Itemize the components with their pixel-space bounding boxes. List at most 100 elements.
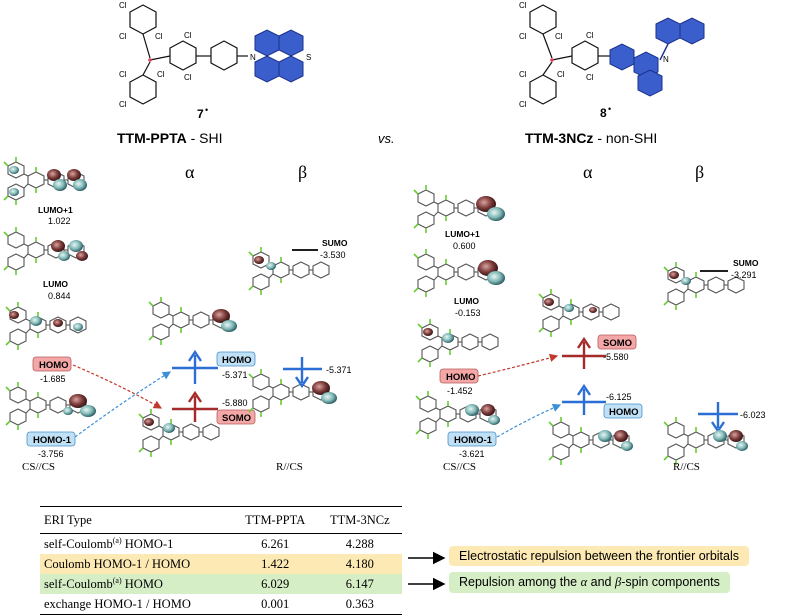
ncz-value: 0.363 xyxy=(317,594,402,616)
r-somo-box-right xyxy=(597,334,637,350)
eri-type-cell: Coulomb HOMO-1 / HOMO xyxy=(40,554,233,575)
energy-level-homo-alpha-right xyxy=(562,383,606,415)
beta-sumo-label: SUMO xyxy=(322,238,348,248)
molecule-8-structure xyxy=(529,4,610,105)
header-eri-type: ERI Type xyxy=(40,506,233,534)
atom-n: N xyxy=(663,55,669,64)
note-spin-repulsion: Repulsion among the α and β-spin compone… xyxy=(449,572,730,593)
orbital-label-lumo1-right: LUMO+1 xyxy=(445,229,480,239)
energy-level-homo-alpha-left xyxy=(172,349,218,384)
note-text: and xyxy=(587,575,615,589)
eri-type-text: Coulomb HOMO-1 / HOMO xyxy=(44,556,191,571)
panel-label-cs-right: CS//CS xyxy=(443,461,476,473)
energy-level-beta-left xyxy=(283,357,322,389)
r-homo-energy: -5.371 xyxy=(222,370,248,380)
orbital-image-r-homo-right xyxy=(548,416,633,466)
panel-label-r-left: R//CS xyxy=(276,461,303,473)
r-homo-box-left xyxy=(216,351,256,367)
orbital-energy-lumo1: 1.022 xyxy=(48,216,71,226)
orbital-image-homo1-left xyxy=(5,381,96,431)
compound-number-7: 7 xyxy=(197,107,204,121)
beta-header-right: β xyxy=(695,162,704,182)
orbital-image-lumo-left xyxy=(3,226,88,276)
eri-type-text: exchange HOMO-1 / HOMO xyxy=(44,596,191,611)
orbital-label-lumo: LUMO xyxy=(43,279,68,289)
ncz-value: 6.147 xyxy=(317,574,402,595)
beta-header-left: β xyxy=(298,162,307,182)
molecule-7-structure xyxy=(129,4,248,105)
orbital-image-lumo-right xyxy=(413,248,505,298)
orbital-label-homo1: HOMO-1 xyxy=(33,435,72,446)
naphthyl-carbazole-unit xyxy=(609,17,705,97)
orbital-energy-homo1: -3.756 xyxy=(38,449,64,459)
transition-arrow-homo-left xyxy=(72,364,163,409)
orbital-image-lumo1-right xyxy=(413,184,505,234)
homo1-box-right xyxy=(447,431,497,447)
orbital-label-lumo-right: LUMO xyxy=(454,296,479,306)
transition-arrow-homo1-left xyxy=(74,371,172,438)
radical-mark: • xyxy=(205,105,208,115)
molecule-name-right: TTM-3NCz - non-SHI xyxy=(525,130,657,146)
beta-level-energy: -5.371 xyxy=(326,365,352,375)
orbital-label-homo1-right: HOMO-1 xyxy=(454,435,493,446)
orbital-image-beta-sumo-right xyxy=(663,261,745,311)
eri-table: ERI Type TTM-PPTA TTM-3NCz self-Coulomb(… xyxy=(40,506,402,616)
r-somo-label: SOMO xyxy=(222,413,251,424)
orbital-label-homo-right: HOMO xyxy=(446,372,476,383)
table-row: self-Coulomb(a) HOMO 6.029 6.147 xyxy=(40,574,402,595)
atom-cl: Cl xyxy=(119,70,127,79)
orbital-image-homo1-right xyxy=(415,390,500,440)
orbital-energy-homo-right: -1.452 xyxy=(447,386,473,396)
atom-s: S xyxy=(306,53,311,62)
atom-cl: Cl xyxy=(519,32,527,41)
atom-cl: Cl xyxy=(119,32,127,41)
phenothiazine-unit xyxy=(254,29,304,83)
atom-cl: Cl xyxy=(555,32,563,41)
radical-dot xyxy=(550,58,554,62)
homo-box-left xyxy=(32,356,72,372)
orbital-image-beta-homo-left xyxy=(248,368,337,418)
atom-n: N xyxy=(250,53,256,62)
molecule-name-left: TTM-PPTA - SHI xyxy=(117,130,223,146)
compound-number-8: 8 xyxy=(600,106,607,120)
r-homo-box-right xyxy=(603,403,643,419)
orbital-image-homo-right xyxy=(417,318,499,368)
orbital-label-homo: HOMO xyxy=(39,360,69,371)
energy-level-somo-alpha-right xyxy=(562,336,606,369)
eri-orbital-text: HOMO xyxy=(121,577,163,592)
atom-cl: Cl xyxy=(119,100,127,109)
ppta-value: 6.261 xyxy=(261,536,290,551)
beta-sumo-energy: -3.530 xyxy=(320,250,346,260)
note-text: Repulsion among the xyxy=(459,575,581,589)
atom-cl: Cl xyxy=(519,1,527,10)
radical-dot xyxy=(148,58,152,62)
r-somo-label-right: SOMO xyxy=(603,338,632,349)
beta-level-energy-right: -6.023 xyxy=(740,410,766,420)
atom-cl: Cl xyxy=(184,31,192,40)
orbital-energy-homo: -1.685 xyxy=(40,374,66,384)
orbital-image-beta-homo-right xyxy=(663,416,748,466)
alpha-header-right: α xyxy=(583,162,593,182)
eri-type-cell: self-Coulomb(a) HOMO-1 xyxy=(40,534,233,555)
atom-cl: Cl xyxy=(119,1,127,10)
orbital-image-r-somo-right xyxy=(538,288,620,338)
orbital-energy-homo1-right: -3.621 xyxy=(459,449,485,459)
table-row: exchange HOMO-1 / HOMO 0.001 0.363 xyxy=(40,594,402,616)
header-ttm-3ncz: TTM-3NCz xyxy=(317,506,402,534)
table-header-row: ERI Type TTM-PPTA TTM-3NCz xyxy=(40,506,402,534)
energy-level-beta-right xyxy=(698,402,738,434)
eri-type-text: self-Coulomb xyxy=(44,537,113,552)
r-homo-energy-right: -6.125 xyxy=(606,392,632,402)
orbital-energy-lumo: 0.844 xyxy=(48,291,71,301)
atom-cl: Cl xyxy=(519,70,527,79)
orbital-energy-lumo1-right: 0.600 xyxy=(453,241,476,251)
ppta-value: 1.422 xyxy=(232,554,318,575)
atom-cl: Cl xyxy=(155,32,163,41)
note-electrostatic-repulsion: Electrostatic repulsion between the fron… xyxy=(449,546,750,566)
atom-cl: Cl xyxy=(157,70,165,79)
orbital-label-lumo1: LUMO+1 xyxy=(38,205,73,215)
r-homo-label-right: HOMO xyxy=(609,407,639,418)
atom-cl: Cl xyxy=(184,73,192,82)
panel-label-cs-left: CS//CS xyxy=(22,461,55,473)
footnote-mark: (a) xyxy=(112,576,122,586)
